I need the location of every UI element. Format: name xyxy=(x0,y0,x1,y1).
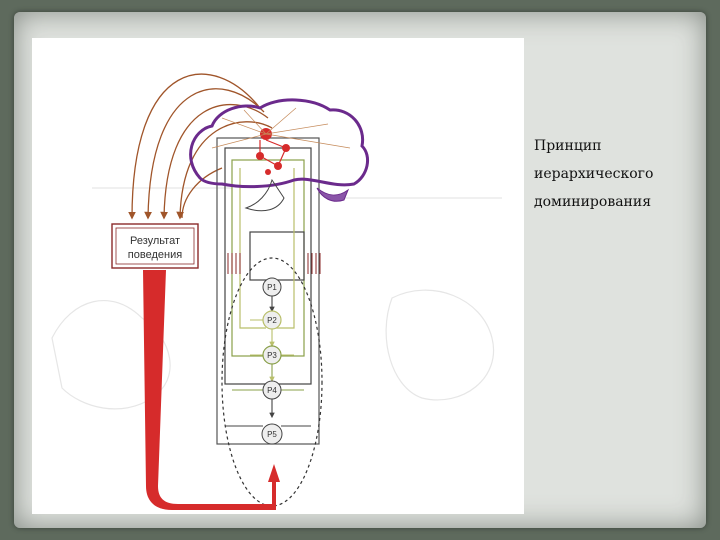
hierarchical-dominance-diagram: P1 P2 P3 P4 P5 xyxy=(32,38,524,514)
red-feedback-arrow xyxy=(143,270,280,510)
node-p2: P2 xyxy=(262,310,282,330)
caption-line-2: иерархического xyxy=(534,166,654,182)
feedback-arrows xyxy=(128,73,273,220)
signal-ticks xyxy=(227,253,321,274)
caption-line-1: Принцип xyxy=(534,138,602,154)
behavior-result-box: Результат поведения xyxy=(111,223,199,269)
svg-text:P1: P1 xyxy=(267,283,277,292)
svg-text:P3: P3 xyxy=(267,351,277,360)
svg-text:P4: P4 xyxy=(267,386,277,395)
svg-text:P5: P5 xyxy=(267,430,277,439)
brain-illustration xyxy=(189,98,370,212)
background-sketch xyxy=(51,187,502,410)
node-p5: P5 xyxy=(261,423,283,445)
node-p4: P4 xyxy=(262,380,282,400)
slide-caption: Принцип иерархического доминирования xyxy=(534,132,704,216)
node-connectors xyxy=(225,296,311,427)
caption-line-3: доминирования xyxy=(534,194,652,210)
node-chain-ellipse xyxy=(221,257,323,507)
node-p1: P1 xyxy=(262,277,282,297)
svg-text:Результат: Результат xyxy=(130,235,180,247)
node-p3: P3 xyxy=(262,345,282,365)
svg-text:P2: P2 xyxy=(267,316,277,325)
svg-text:поведения: поведения xyxy=(128,249,182,261)
